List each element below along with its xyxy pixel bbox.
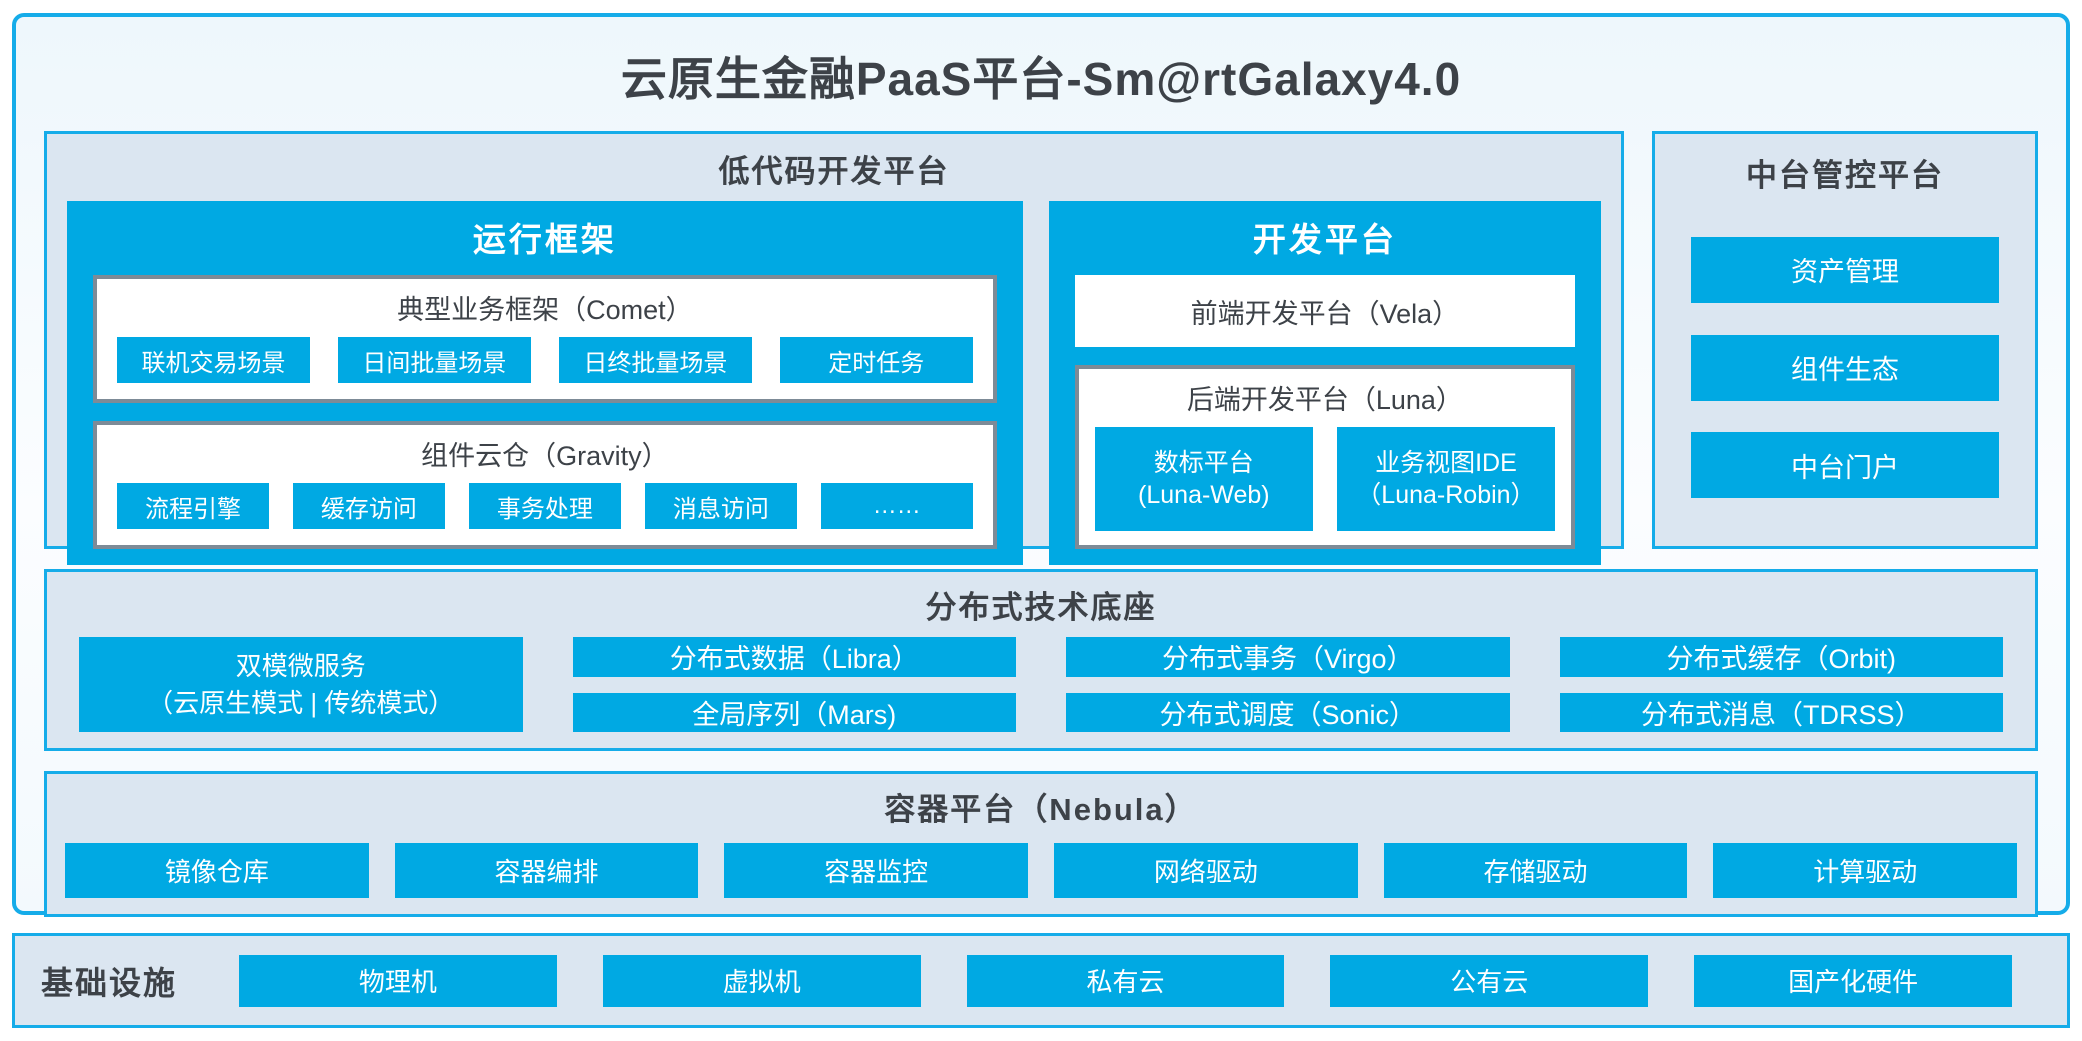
dist-item-tdrss: 分布式消息（TDRSS） [1559, 692, 2003, 732]
infrastructure-section: 基础设施 物理机 虚拟机 私有云 公有云 国产化硬件 [12, 933, 2070, 1028]
nebula-item-image-registry: 镜像仓库 [65, 843, 369, 898]
top-row: 低代码开发平台 运行框架 典型业务框架（Comet） 联机交易场景 日间批量场景… [44, 131, 2038, 565]
infra-item-public-cloud: 公有云 [1330, 954, 1649, 1007]
infrastructure-title: 基础设施 [41, 964, 178, 1001]
distributed-column-1: 分布式数据（Libra） 全局序列（Mars) [572, 637, 1016, 732]
dual-mode-line2: （云原生模式 | 传统模式） [147, 687, 455, 718]
gravity-item-message-access: 消息访问 [644, 483, 797, 529]
dist-item-mars: 全局序列（Mars) [572, 692, 1016, 732]
luna-backend-box: 后端开发平台（Luna） 数标平台 (Luna-Web) 业务视图IDE （Lu… [1074, 365, 1575, 549]
platform-outer-container: 云原生金融PaaS平台-Sm@rtGalaxy4.0 低代码开发平台 运行框架 … [12, 13, 2070, 917]
distributed-column-3: 分布式缓存（Orbit) 分布式消息（TDRSS） [1559, 637, 2003, 732]
low-code-platform-section: 低代码开发平台 运行框架 典型业务框架（Comet） 联机交易场景 日间批量场景… [44, 131, 1624, 565]
infrastructure-items: 物理机 虚拟机 私有云 公有云 国产化硬件 [239, 954, 2012, 1007]
gravity-title: 组件云仓（Gravity） [421, 441, 669, 471]
gravity-item-ellipsis: …… [820, 483, 973, 529]
vela-frontend-box: 前端开发平台（Vela） [1074, 275, 1575, 347]
luna-robin-item: 业务视图IDE （Luna-Robin） [1336, 427, 1555, 531]
container-platform-section: 容器平台（Nebula） 镜像仓库 容器编排 容器监控 网络驱动 存储驱动 计算… [44, 771, 2038, 917]
gravity-item-cache-access: 缓存访问 [292, 483, 445, 529]
distributed-column-2: 分布式事务（Virgo） 分布式调度（Sonic） [1066, 637, 1510, 732]
gravity-item-process-engine: 流程引擎 [117, 483, 269, 529]
dist-item-sonic: 分布式调度（Sonic） [1066, 692, 1510, 732]
luna-web-name: 数标平台 [1153, 448, 1254, 477]
comet-item-endofday-batch: 日终批量场景 [558, 337, 752, 383]
nebula-item-compute-driver: 计算驱动 [1713, 843, 2018, 898]
gravity-warehouse-box: 组件云仓（Gravity） 流程引擎 缓存访问 事务处理 消息访问 …… [93, 421, 997, 549]
dual-mode-microservice-box: 双模微服务 （云原生模式 | 传统模式） [79, 637, 523, 732]
mid-item-component-ecosystem: 组件生态 [1691, 334, 1999, 401]
luna-web-code: (Luna-Web) [1138, 481, 1270, 509]
dist-item-libra: 分布式数据（Libra） [572, 637, 1016, 677]
nebula-item-monitoring: 容器监控 [724, 843, 1029, 898]
low-code-platform-title: 低代码开发平台 [718, 154, 950, 189]
dev-platform-container: 开发平台 前端开发平台（Vela） 后端开发平台（Luna） 数标平台 (Lun… [1048, 201, 1601, 565]
mid-item-asset-management: 资产管理 [1691, 236, 1999, 303]
gravity-item-transaction: 事务处理 [468, 483, 621, 529]
comet-title: 典型业务框架（Comet） [397, 295, 693, 325]
container-platform-items: 镜像仓库 容器编排 容器监控 网络驱动 存储驱动 计算驱动 [65, 839, 2018, 898]
luna-robin-code: （Luna-Robin） [1356, 481, 1536, 509]
infra-item-domestic-hardware: 国产化硬件 [1694, 954, 2012, 1007]
luna-items-row: 数标平台 (Luna-Web) 业务视图IDE （Luna-Robin） [1079, 427, 1571, 545]
distributed-base-title: 分布式技术底座 [925, 590, 1157, 625]
container-platform-title: 容器平台（Nebula） [884, 792, 1198, 827]
mid-platform-items: 资产管理 组件生态 中台门户 [1691, 205, 1999, 530]
nebula-item-storage-driver: 存储驱动 [1383, 843, 1688, 898]
distributed-grid: 双模微服务 （云原生模式 | 传统模式） 分布式数据（Libra） 全局序列（M… [79, 637, 2003, 732]
mid-platform-section: 中台管控平台 资产管理 组件生态 中台门户 [1652, 131, 2038, 549]
runtime-framework-title: 运行框架 [472, 221, 617, 258]
luna-web-item: 数标平台 (Luna-Web) [1094, 427, 1313, 531]
nebula-item-network-driver: 网络驱动 [1054, 843, 1358, 898]
dist-item-orbit: 分布式缓存（Orbit) [1559, 637, 2003, 677]
gravity-items-row: 流程引擎 缓存访问 事务处理 消息访问 …… [97, 483, 993, 545]
infra-item-virtual-machine: 虚拟机 [602, 954, 921, 1007]
comet-item-scheduled-task: 定时任务 [779, 337, 973, 383]
vela-label: 前端开发平台（Vela） [1190, 298, 1460, 329]
comet-item-daytime-batch: 日间批量场景 [337, 337, 531, 383]
dev-platform-title: 开发平台 [1252, 221, 1397, 258]
luna-robin-name: 业务视图IDE [1375, 448, 1517, 477]
mid-platform-title: 中台管控平台 [1746, 158, 1944, 193]
comet-items-row: 联机交易场景 日间批量场景 日终批量场景 定时任务 [97, 337, 993, 399]
mid-item-portal: 中台门户 [1691, 432, 1999, 499]
distributed-base-section: 分布式技术底座 双模微服务 （云原生模式 | 传统模式） 分布式数据（Libra… [44, 569, 2038, 751]
comet-item-online-trade: 联机交易场景 [117, 337, 310, 383]
runtime-framework-container: 运行框架 典型业务框架（Comet） 联机交易场景 日间批量场景 日终批量场景 … [67, 201, 1023, 565]
dist-item-virgo: 分布式事务（Virgo） [1066, 637, 1510, 677]
page-title: 云原生金融PaaS平台-Sm@rtGalaxy4.0 [620, 53, 1462, 105]
luna-title: 后端开发平台（Luna） [1186, 385, 1463, 415]
low-code-body: 运行框架 典型业务框架（Comet） 联机交易场景 日间批量场景 日终批量场景 … [67, 201, 1601, 565]
infra-item-physical-machine: 物理机 [239, 954, 557, 1007]
dual-mode-line1: 双模微服务 [235, 651, 366, 682]
comet-framework-box: 典型业务框架（Comet） 联机交易场景 日间批量场景 日终批量场景 定时任务 [93, 275, 997, 403]
nebula-item-orchestration: 容器编排 [394, 843, 699, 898]
infra-item-private-cloud: 私有云 [966, 954, 1285, 1007]
